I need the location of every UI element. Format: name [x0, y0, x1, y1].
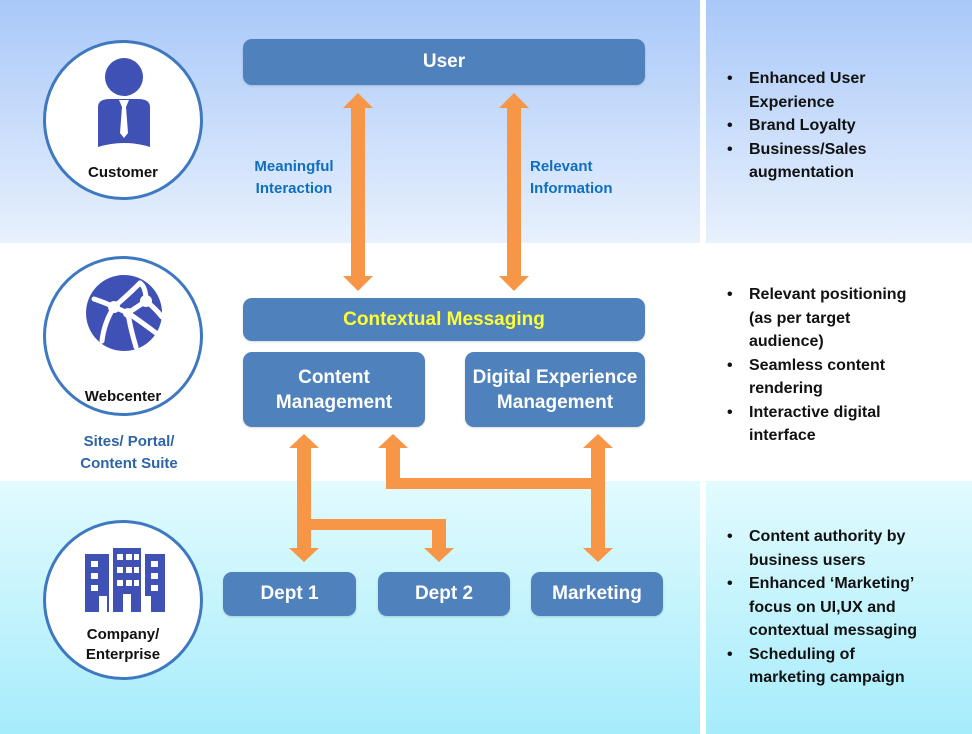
- dxm-line-2: Management: [496, 391, 614, 413]
- customer-benefits-list: Enhanced User Experience Brand Loyalty B…: [722, 67, 882, 185]
- relevant-information-label: Relevant Information: [530, 156, 613, 200]
- dept2-label: Dept 2: [414, 583, 474, 604]
- globe-network-icon: [86, 275, 164, 351]
- enterprise-label-line-1: Company/: [86, 626, 160, 643]
- benefit-item: Enhanced ‘Marketing’ focus on UI,UX and …: [722, 572, 934, 643]
- user-box: User: [243, 39, 645, 85]
- enterprise-benefits-list: Content authority by business users Enha…: [722, 525, 932, 690]
- benefit-item: Brand Loyalty: [722, 114, 882, 138]
- webcenter-sublabel: Sites/ Portal/ Content Suite: [58, 431, 200, 475]
- dept2-box: Dept 2: [378, 572, 510, 616]
- benefit-item: Seamless content rendering: [722, 354, 909, 401]
- benefit-item: Scheduling of marketing campaign: [722, 643, 924, 690]
- meaningful-interaction-line-1: Meaningful: [254, 158, 334, 175]
- content-management-box: Content Management: [243, 352, 425, 427]
- contextual-messaging-box: Contextual Messaging: [243, 298, 645, 341]
- benefit-item: Enhanced User Experience: [722, 67, 882, 114]
- webcenter-sublabel-line-2: Content Suite: [80, 455, 178, 472]
- benefit-item: Interactive digital interface: [722, 401, 909, 448]
- content-management-line-2: Management: [275, 391, 393, 413]
- customer-actor: Customer: [43, 40, 203, 200]
- marketing-box: Marketing: [531, 572, 663, 616]
- office-building-icon: [85, 548, 165, 612]
- relevant-information-line-2: Information: [530, 180, 613, 197]
- enterprise-actor: Company/ Enterprise: [43, 520, 203, 680]
- relevant-information-line-1: Relevant: [530, 158, 593, 175]
- person-with-tie-icon: [98, 58, 150, 147]
- webcenter-benefits-list: Relevant positioning (as per target audi…: [722, 283, 927, 448]
- enterprise-label: Company/ Enterprise: [46, 625, 200, 665]
- dept1-label: Dept 1: [260, 583, 319, 604]
- customer-label: Customer: [87, 164, 158, 181]
- webcenter-actor: Webcenter: [43, 256, 203, 416]
- meaningful-interaction-line-2: Interaction: [255, 180, 333, 197]
- benefit-item: Business/Sales augmentation: [722, 138, 882, 185]
- marketing-label: Marketing: [552, 583, 642, 604]
- webcenter-label: Webcenter: [84, 388, 162, 405]
- dept1-box: Dept 1: [223, 572, 356, 616]
- content-management-line-1: Content: [298, 366, 370, 388]
- user-box-label: User: [422, 51, 466, 72]
- benefit-item: Relevant positioning (as per target audi…: [722, 283, 909, 354]
- meaningful-interaction-label: Meaningful Interaction: [244, 156, 344, 200]
- benefit-item: Content authority by business users: [722, 525, 924, 572]
- digital-experience-management-box: Digital Experience Management: [465, 352, 645, 427]
- enterprise-label-line-2: Enterprise: [85, 646, 161, 663]
- contextual-messaging-label: Contextual Messaging: [343, 308, 545, 330]
- webcenter-sublabel-line-1: Sites/ Portal/: [83, 433, 175, 450]
- dxm-line-1: Digital Experience: [472, 366, 638, 388]
